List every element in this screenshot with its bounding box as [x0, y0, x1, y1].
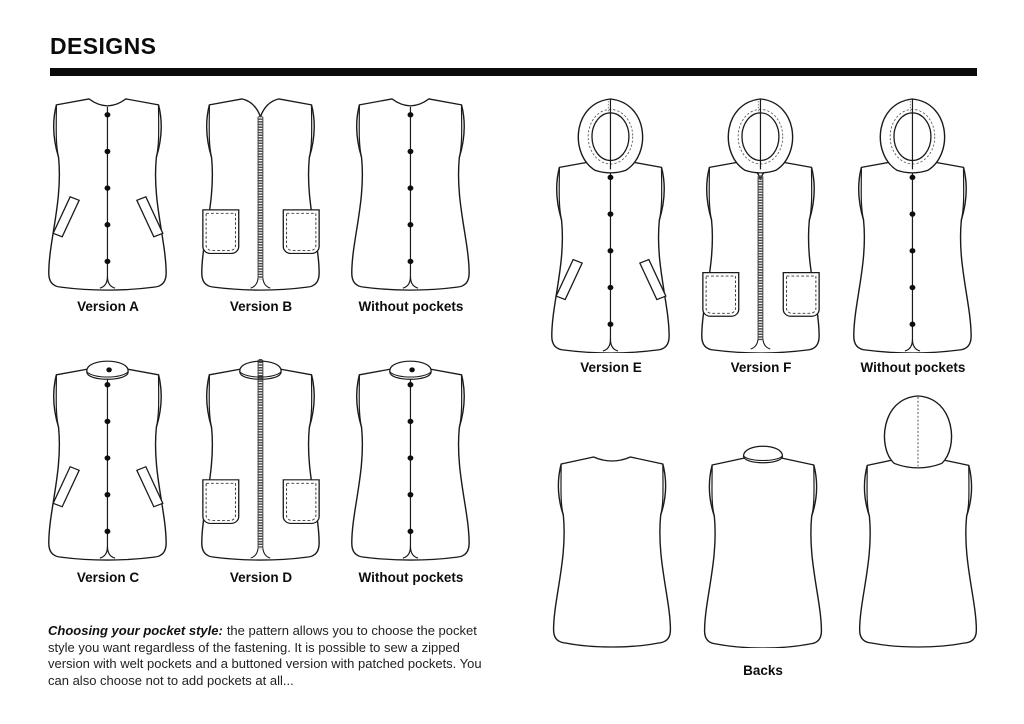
- version-e-label: Version E: [580, 360, 642, 375]
- collar-button: [409, 367, 415, 373]
- without-pockets-top-label: Without pockets: [358, 299, 464, 314]
- version-b-drawing: [201, 98, 320, 291]
- version-c-drawing: [48, 360, 167, 561]
- hem-curve: [250, 548, 259, 559]
- pocket-style-note: Choosing your pocket style:the pattern a…: [48, 623, 500, 689]
- version-a-label: Version A: [77, 299, 139, 314]
- without-pockets-top-drawing: [351, 98, 470, 291]
- note-lead: Choosing your pocket style:: [48, 623, 223, 638]
- note-body: the pattern allows you to choose the poc…: [48, 623, 482, 688]
- back-collar-drawing: [703, 445, 823, 648]
- back-body: [552, 456, 672, 648]
- back-hood-drawing: [858, 395, 978, 648]
- version-b-label: Version B: [229, 299, 293, 314]
- version-f-label: Version F: [730, 360, 792, 375]
- version-d-drawing: [201, 358, 320, 561]
- hood-back: [883, 395, 953, 469]
- title-rule: [50, 68, 977, 76]
- hood: [577, 98, 644, 174]
- hem-curve: [262, 548, 271, 559]
- collar-button: [106, 367, 112, 373]
- without-pockets-mid-label: Without pockets: [358, 570, 464, 585]
- version-c-label: Version C: [76, 570, 140, 585]
- hem-curve: [250, 278, 259, 289]
- without-pockets-right-label: Without pockets: [860, 360, 966, 375]
- without-pockets-right-drawing: [853, 98, 972, 353]
- hood: [879, 98, 946, 174]
- backs-label: Backs: [743, 663, 783, 678]
- hem-curve: [262, 278, 271, 289]
- without-pockets-mid-drawing: [351, 360, 470, 561]
- version-d-label: Version D: [229, 570, 293, 585]
- page-title: DESIGNS: [50, 33, 157, 59]
- back-body: [858, 457, 978, 648]
- stand-collar-back: [742, 445, 784, 464]
- hem-curve: [762, 339, 771, 350]
- back-plain-drawing: [552, 456, 672, 648]
- back-body: [703, 457, 823, 648]
- hood: [727, 98, 794, 174]
- version-e-drawing: [551, 98, 670, 353]
- version-f-drawing: [701, 98, 820, 353]
- hem-curve: [750, 339, 759, 350]
- version-a-drawing: [48, 98, 167, 291]
